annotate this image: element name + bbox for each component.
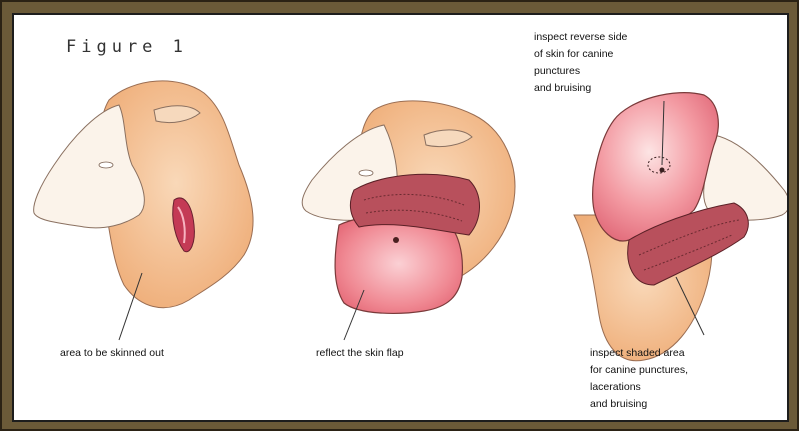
label-inspect-shaded-line1: inspect shaded area: [590, 345, 688, 362]
figure-panel: Figure 1 area to be skinned out reflect …: [12, 13, 789, 422]
label-inspect-reverse-line1: inspect reverse side: [534, 29, 627, 46]
figure-title: Figure 1: [66, 37, 188, 57]
label-inspect-reverse-line2: of skin for canine: [534, 46, 627, 63]
sheep-middle: [302, 101, 515, 340]
sheep-middle-exposed-area: [350, 174, 479, 235]
label-inspect-shaded: inspect shaded area for canine punctures…: [590, 345, 688, 413]
label-inspect-shaded-line3: lacerations: [590, 379, 688, 396]
label-inspect-reverse: inspect reverse side of skin for canine …: [534, 29, 627, 97]
sheep-left-eye: [99, 162, 113, 168]
label-inspect-reverse-line4: and bruising: [534, 80, 627, 97]
label-inspect-shaded-line4: and bruising: [590, 396, 688, 413]
sheep-right: [574, 93, 789, 361]
label-reflect-flap: reflect the skin flap: [316, 345, 404, 362]
label-inspect-reverse-line3: punctures: [534, 63, 627, 80]
label-inspect-shaded-line2: for canine punctures,: [590, 362, 688, 379]
sheep-left: [34, 81, 253, 340]
label-area-to-be-skinned: area to be skinned out: [60, 345, 164, 362]
